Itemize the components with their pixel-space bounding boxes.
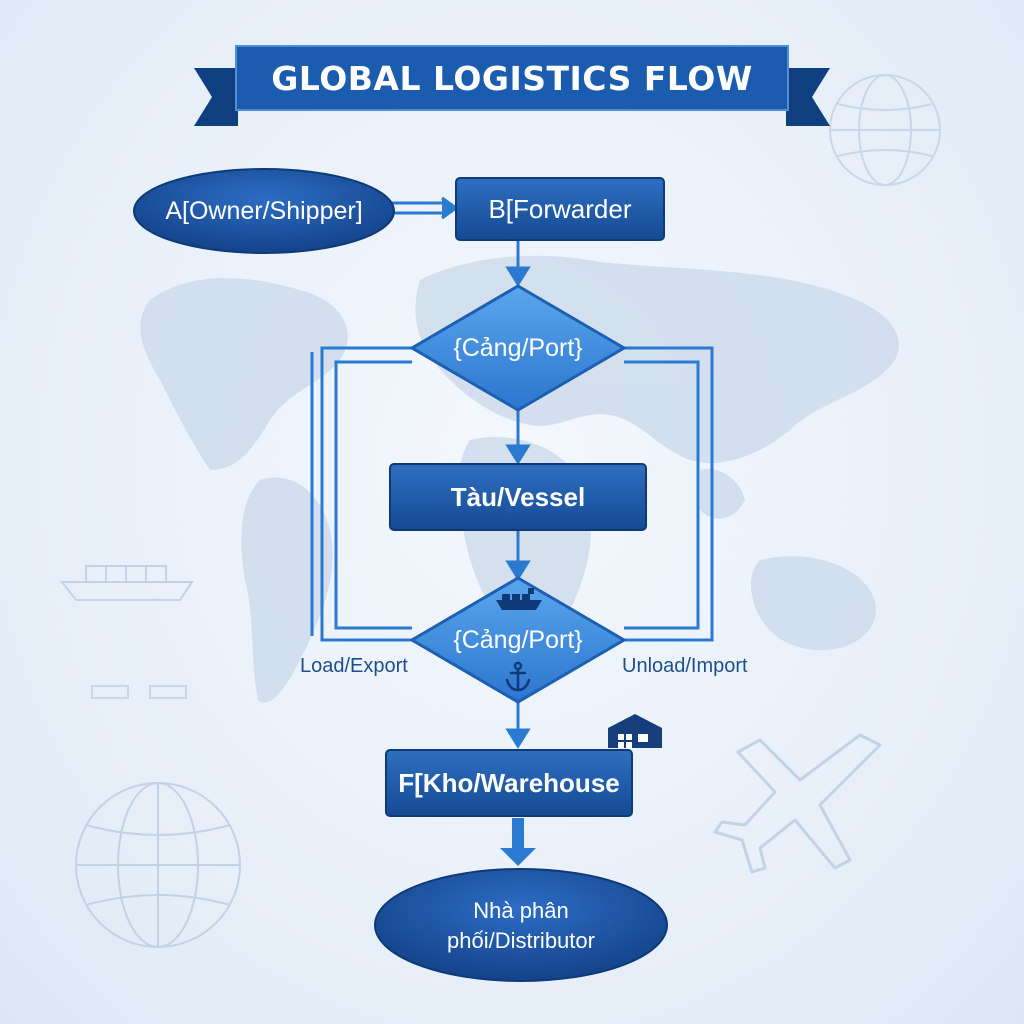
edge-label-unload-import: Unload/Import — [622, 655, 748, 677]
arrow-port-to-warehouse — [505, 700, 531, 749]
arrow-forwarder-to-port — [505, 240, 531, 287]
node-port-bottom-shape — [409, 576, 627, 704]
node-warehouse-shape — [385, 749, 633, 817]
ship-icon — [496, 588, 542, 610]
arrow-vessel-to-port — [505, 530, 531, 581]
anchor-icon — [505, 661, 531, 692]
ship-icon — [59, 565, 194, 601]
node-port-bottom-label: {Cảng/Port} — [453, 625, 583, 654]
container-icon — [91, 685, 187, 699]
loop-connector-left — [310, 346, 412, 642]
node-distributor-shape — [374, 868, 668, 982]
loop-connector-right — [624, 346, 714, 642]
node-forwarder-label: B[Forwarder — [488, 193, 632, 224]
node-warehouse-label: F[Kho/Warehouse — [398, 767, 620, 798]
node-forwarder-shape — [455, 177, 665, 241]
node-vessel-label: Tàu/Vessel — [450, 481, 586, 512]
node-port-top-label: {Cảng/Port} — [453, 333, 583, 362]
node-owner-shape — [133, 168, 395, 254]
node-vessel-shape — [389, 463, 647, 531]
node-port-top-shape — [409, 284, 627, 412]
diagram-title: GLOBAL LOGISTICS FLOW — [271, 58, 753, 98]
node-owner-label: A[Owner/Shipper] — [165, 196, 363, 225]
globe-icon — [829, 74, 941, 186]
arrow-owner-to-forwarder — [392, 196, 459, 220]
node-distributor-label-line2: phối/Distributor — [447, 928, 595, 953]
airplane-icon — [713, 733, 882, 874]
globe-icon — [75, 782, 241, 948]
warehouse-icon — [608, 714, 662, 748]
node-distributor-label-line1: Nhà phân — [473, 898, 569, 923]
arrow-warehouse-to-distributor — [500, 818, 536, 866]
title-banner — [194, 45, 830, 126]
edge-label-load-export: Load/Export — [300, 655, 408, 677]
arrow-port-to-vessel — [505, 408, 531, 465]
